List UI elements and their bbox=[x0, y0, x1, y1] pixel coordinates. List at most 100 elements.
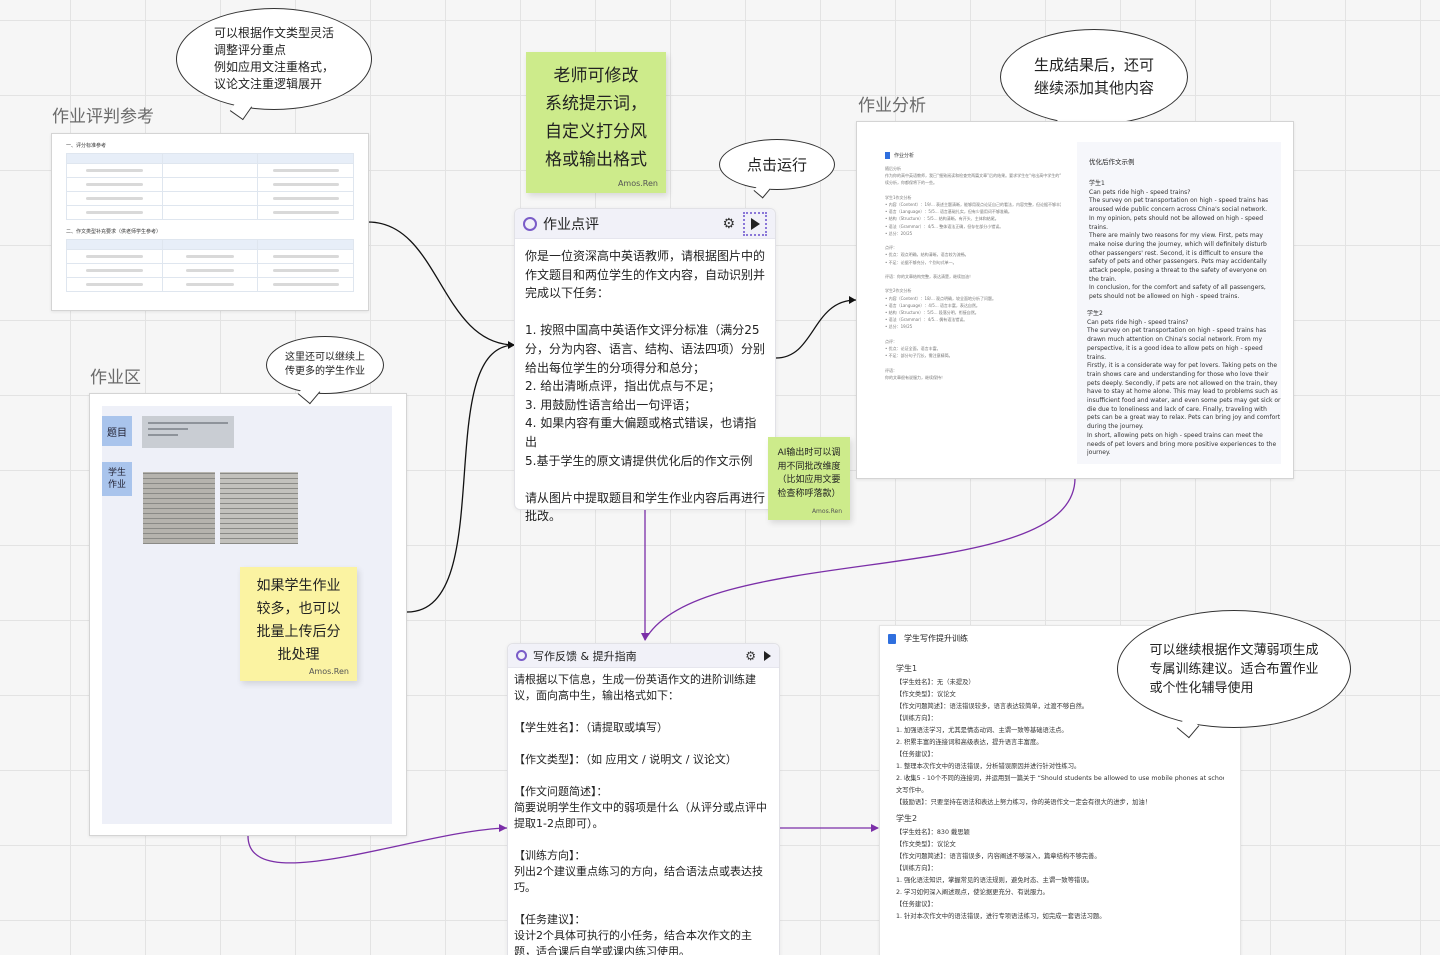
analysis-line: • 不足：论据不够充分，个别句式单一。 bbox=[885, 259, 1061, 266]
analysis-line: 你的文章很有说服力，继续保持！ bbox=[885, 374, 1061, 381]
review-node-header: 作业点评 ⚙ bbox=[515, 209, 775, 239]
review-node-title: 作业点评 bbox=[543, 214, 722, 234]
training-line: 1. 加强语法学习，尤其是情态动词、主谓一致等基础语法点。 bbox=[896, 725, 1224, 737]
example-title: 优化后作文示例 bbox=[1089, 156, 1271, 166]
analysis-line: • 内容（Content）：19/... 表述主题清晰，能够用观点论证自己的看法… bbox=[885, 201, 1061, 208]
gear-icon[interactable]: ⚙ bbox=[745, 649, 756, 663]
analysis-line: 续分析，你都保将下的一些。 bbox=[885, 179, 1061, 186]
training-line: 1. 针对本次作文中的语法错误，进行专项语法练习，如完成一套语法习题。 bbox=[896, 911, 1224, 923]
student-essay-photo-2[interactable] bbox=[220, 472, 298, 544]
student-homework-label: 学生 作业 bbox=[102, 462, 132, 496]
note-bubble-upload-more: 这里还可以继续上 传更多的学生作业 bbox=[266, 336, 384, 394]
analysis-doc-card[interactable]: 作业分析 随后分析作为你的高中英语教师，我已“细致阅读和检查完两篇文章”后的结果… bbox=[856, 121, 1294, 479]
sticky-author: Amos.Ren bbox=[309, 667, 349, 676]
note-bubble-click-run: 点击运行 bbox=[719, 139, 835, 190]
review-node[interactable]: 作业点评 ⚙ 你是一位资深高中英语教师，请根据图片中的作文题目和两位学生的作文内… bbox=[514, 208, 776, 510]
bubble-line: 生成结果后，还可 bbox=[1034, 54, 1154, 77]
sticky-line: 自定义打分风 bbox=[526, 118, 666, 146]
connector-review-to-analysis bbox=[776, 300, 856, 358]
bubble-line: 传更多的学生作业 bbox=[285, 365, 365, 379]
analysis-line bbox=[885, 266, 1061, 273]
arrowhead bbox=[849, 296, 856, 304]
student2-essay-block: 学生2 Can pets ride high - speed trains? T… bbox=[1087, 310, 1281, 458]
student2-essay: Can pets ride high - speed trains? The s… bbox=[1087, 319, 1281, 458]
bubble-line: 点击运行 bbox=[747, 154, 807, 175]
bubble-line: 调整评分重点 bbox=[214, 42, 334, 59]
review-node-prompt[interactable]: 你是一位资深高中英语教师，请根据图片中的作文题目和两位学生的作文内容，自动识别并… bbox=[515, 239, 775, 534]
sticky-line: （比如应用文要 bbox=[768, 474, 850, 488]
bubble-line: 议论文注重逻辑展开 bbox=[214, 76, 334, 93]
analysis-line: 学生1作文分析 bbox=[885, 194, 1061, 201]
student1-essay: Can pets ride high - speed trains? The s… bbox=[1089, 189, 1271, 302]
training-line: 【任务建议】： bbox=[896, 749, 1224, 761]
workflow-icon bbox=[516, 650, 527, 661]
training-line: 2. 收集5 - 10个不同的连接词，并运用到一篇关于 “Should stud… bbox=[896, 773, 1224, 785]
bubble-line: 或个性化辅导使用 bbox=[1149, 679, 1318, 698]
analysis-line: • 不足：部分句子冗长，需注意精简。 bbox=[885, 352, 1061, 359]
bubble-line: 继续添加其他内容 bbox=[1034, 77, 1154, 100]
sticky-line: 批处理 bbox=[240, 644, 357, 667]
training-line: 【训练方向】： bbox=[896, 863, 1224, 875]
feedback-node[interactable]: 写作反馈 & 提升指南 ⚙ 请根据以下信息，生成一份英语作文的进阶训练建议，面向… bbox=[507, 643, 780, 955]
bubble-line: 可以根据作文类型灵活 bbox=[214, 25, 334, 42]
sticky-line: 检查称呼落款） bbox=[768, 488, 850, 502]
training-doc-title: 学生写作提升训练 bbox=[904, 633, 968, 644]
sticky-line: 批量上传后分 bbox=[240, 621, 357, 644]
training-line: 【鼓励语】：只要坚持在语法和表达上努力练习，你的英语作文一定会有很大的进步，加油… bbox=[896, 797, 1224, 809]
run-button[interactable] bbox=[743, 212, 767, 236]
sticky-line: 用不同批改维度 bbox=[768, 461, 850, 475]
question-label: 题目 bbox=[102, 416, 132, 446]
analysis-line bbox=[885, 280, 1061, 287]
analysis-line: • 优点：观点明确，结构清晰，语言较为流畅。 bbox=[885, 251, 1061, 258]
section-title-homework-area: 作业区 bbox=[90, 363, 141, 388]
question-image[interactable] bbox=[142, 416, 234, 448]
training-line: 学生2 bbox=[896, 813, 1224, 825]
reference-doc-card[interactable]: 一、评分标准参考 二、作文类型补充要求（供老师学生参考） bbox=[51, 133, 369, 311]
sticky-note-ai-output[interactable]: AI输出时可以调 用不同批改维度 （比如应用文要 检查称呼落款） Amos.Re… bbox=[768, 437, 850, 520]
play-icon bbox=[751, 218, 760, 230]
training-line: 【作文问题简述】：语言错误多，内容阐述不够深入，篇章结构不够完善。 bbox=[896, 851, 1224, 863]
training-line: 2. 学习如何深入阐述观点，使论据更充分、有说服力。 bbox=[896, 887, 1224, 899]
sticky-author: Amos.Ren bbox=[812, 508, 842, 515]
training-line: 【作文类型】：议论文 bbox=[896, 839, 1224, 851]
analysis-line bbox=[885, 359, 1061, 366]
analysis-left-column: 作业分析 随后分析作为你的高中英语教师，我已“细致阅读和检查完两篇文章”后的结果… bbox=[885, 152, 1061, 472]
note-bubble-training-advice: 可以继续根据作文薄弱项生成 专属训练建议。适合布置作业 或个性化辅导使用 bbox=[1117, 610, 1351, 728]
training-line: 1. 强化语法知识，掌握常见的语法规则，避免时态、主谓一致等错误。 bbox=[896, 875, 1224, 887]
analysis-line bbox=[885, 237, 1061, 244]
training-line: 2. 积累丰富的连接词和高级表达，提升语言丰富度。 bbox=[896, 737, 1224, 749]
student-essay-photo-1[interactable] bbox=[143, 472, 215, 544]
reference-heading-1: 一、评分标准参考 bbox=[66, 142, 354, 149]
student1-label: 学生1 bbox=[1089, 180, 1271, 189]
analysis-line: • 总分：19/25 bbox=[885, 323, 1061, 330]
analysis-line: • 语法（Grammar）：4/5... 整体语法正确，但存在部分小错误。 bbox=[885, 223, 1061, 230]
training-line: 1. 整理本次作文中的语法错误，分析错误原因并进行针对性练习。 bbox=[896, 761, 1224, 773]
student2-label: 学生2 bbox=[1087, 310, 1281, 319]
training-line: 【学生姓名】：830 戴思颖 bbox=[896, 827, 1224, 839]
sticky-line: 格或输出格式 bbox=[526, 146, 666, 174]
bubble-line: 可以继续根据作文薄弱项生成 bbox=[1149, 641, 1318, 660]
sticky-note-batch-upload[interactable]: 如果学生作业 较多，也可以 批量上传后分 批处理 Amos.Ren bbox=[240, 567, 357, 681]
reference-heading-2: 二、作文类型补充要求（供老师学生参考） bbox=[66, 228, 354, 235]
analysis-line: 作为你的高中英语教师，我已“细致阅读和检查完两篇文章”后的结果。要求学生在“给出… bbox=[885, 172, 1061, 179]
analysis-line: • 结构（Structure）：5/5... 结构清晰，有开头、主体和结尾。 bbox=[885, 215, 1061, 222]
analysis-line: • 语言（Language）：4/5... 语言丰富，表达自然。 bbox=[885, 302, 1061, 309]
run-button[interactable] bbox=[764, 651, 771, 661]
analysis-line: 评语： bbox=[885, 367, 1061, 374]
sticky-note-teacher-modify[interactable]: 老师可修改 系统提示词， 自定义打分风 格或输出格式 Amos.Ren bbox=[526, 52, 666, 193]
arrowhead bbox=[499, 824, 507, 832]
analysis-line bbox=[885, 187, 1061, 194]
arrowhead bbox=[871, 824, 879, 832]
section-title-analysis: 作业分析 bbox=[858, 91, 926, 116]
gear-icon[interactable]: ⚙ bbox=[722, 216, 735, 232]
connector-homework-to-review bbox=[407, 345, 515, 612]
analysis-line: 评语：你的文章结构完整，表达清楚，继续加油！ bbox=[885, 273, 1061, 280]
training-line: 【任务建议】： bbox=[896, 899, 1224, 911]
analysis-line: • 语法（Grammar）：4/5... 偶有语法错误。 bbox=[885, 316, 1061, 323]
bubble-line: 这里还可以继续上 bbox=[285, 351, 365, 365]
feedback-node-prompt[interactable]: 请根据以下信息，生成一份英语作文的进阶训练建议，面向高中生，输出格式如下： 【学… bbox=[508, 668, 779, 955]
sticky-line: 系统提示词， bbox=[526, 90, 666, 118]
sticky-line: 较多，也可以 bbox=[240, 598, 357, 621]
workflow-icon bbox=[523, 217, 537, 231]
feedback-node-header: 写作反馈 & 提升指南 ⚙ bbox=[508, 644, 779, 668]
